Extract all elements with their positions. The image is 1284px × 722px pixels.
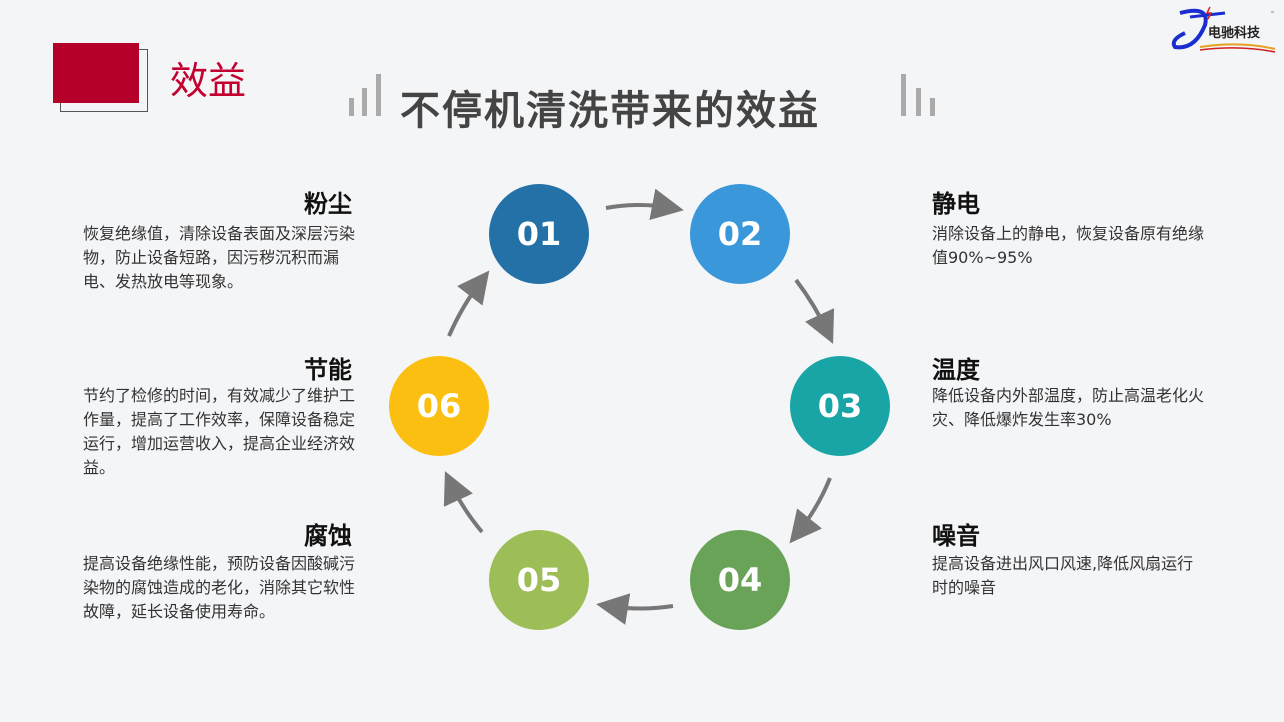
step-circle-01: 01 <box>489 184 589 284</box>
title-deco-bar <box>916 88 921 116</box>
body-corrosion: 提高设备绝缘性能，预防设备因酸碱污染物的腐蚀造成的老化，消除其它软性故障，延长设… <box>83 554 356 621</box>
heading-temperature: 温度 <box>932 356 980 384</box>
section-title: 效益 <box>170 59 247 103</box>
svg-text:™: ™ <box>1270 11 1275 17</box>
step-circle-06: 06 <box>389 356 489 456</box>
heading-dust: 粉尘 <box>304 190 352 218</box>
body-dust: 恢复绝缘值，清除设备表面及深层污染物，防止设备短路，因污秽沉积而漏电、发热放电等… <box>83 224 356 291</box>
arrow-icon <box>605 188 684 221</box>
step-circle-03: 03 <box>790 356 890 456</box>
heading-corrosion: 腐蚀 <box>304 522 352 550</box>
arrow-icon <box>794 278 835 344</box>
title-deco-bar <box>930 98 935 116</box>
heading-static: 静电 <box>932 190 980 218</box>
title-deco-bar <box>349 98 354 116</box>
title-deco-bar <box>901 74 906 116</box>
heading-energy: 节能 <box>304 356 352 384</box>
arrow-icon <box>596 593 674 625</box>
body-static: 消除设备上的静电，恢复设备原有绝缘值90%~95% <box>932 224 1205 267</box>
title-deco-bar <box>376 74 381 116</box>
heading-noise: 噪音 <box>932 522 980 550</box>
step-circle-04: 04 <box>690 530 790 630</box>
step-circle-02: 02 <box>690 184 790 284</box>
svg-text:电驰科技: 电驰科技 <box>1208 25 1261 41</box>
step-circle-05: 05 <box>489 530 589 630</box>
title-deco-bar <box>362 88 367 116</box>
arrow-icon <box>447 270 490 337</box>
body-noise: 提高设备进出风口风速,降低风扇运行时的噪音 <box>932 554 1194 597</box>
arrow-icon <box>443 471 484 534</box>
page-title: 不停机清洗带来的效益 <box>400 88 820 134</box>
section-marker <box>53 43 139 103</box>
arrow-icon <box>789 477 832 544</box>
body-temperature: 降低设备内外部温度，防止高温老化火灾、降低爆炸发生率30% <box>932 386 1205 429</box>
body-energy: 节约了检修的时间，有效减少了维护工作量，提高了工作效率，保障设备稳定运行，增加运… <box>83 386 356 477</box>
company-logo: 电驰科技 ™ <box>1170 5 1280 55</box>
